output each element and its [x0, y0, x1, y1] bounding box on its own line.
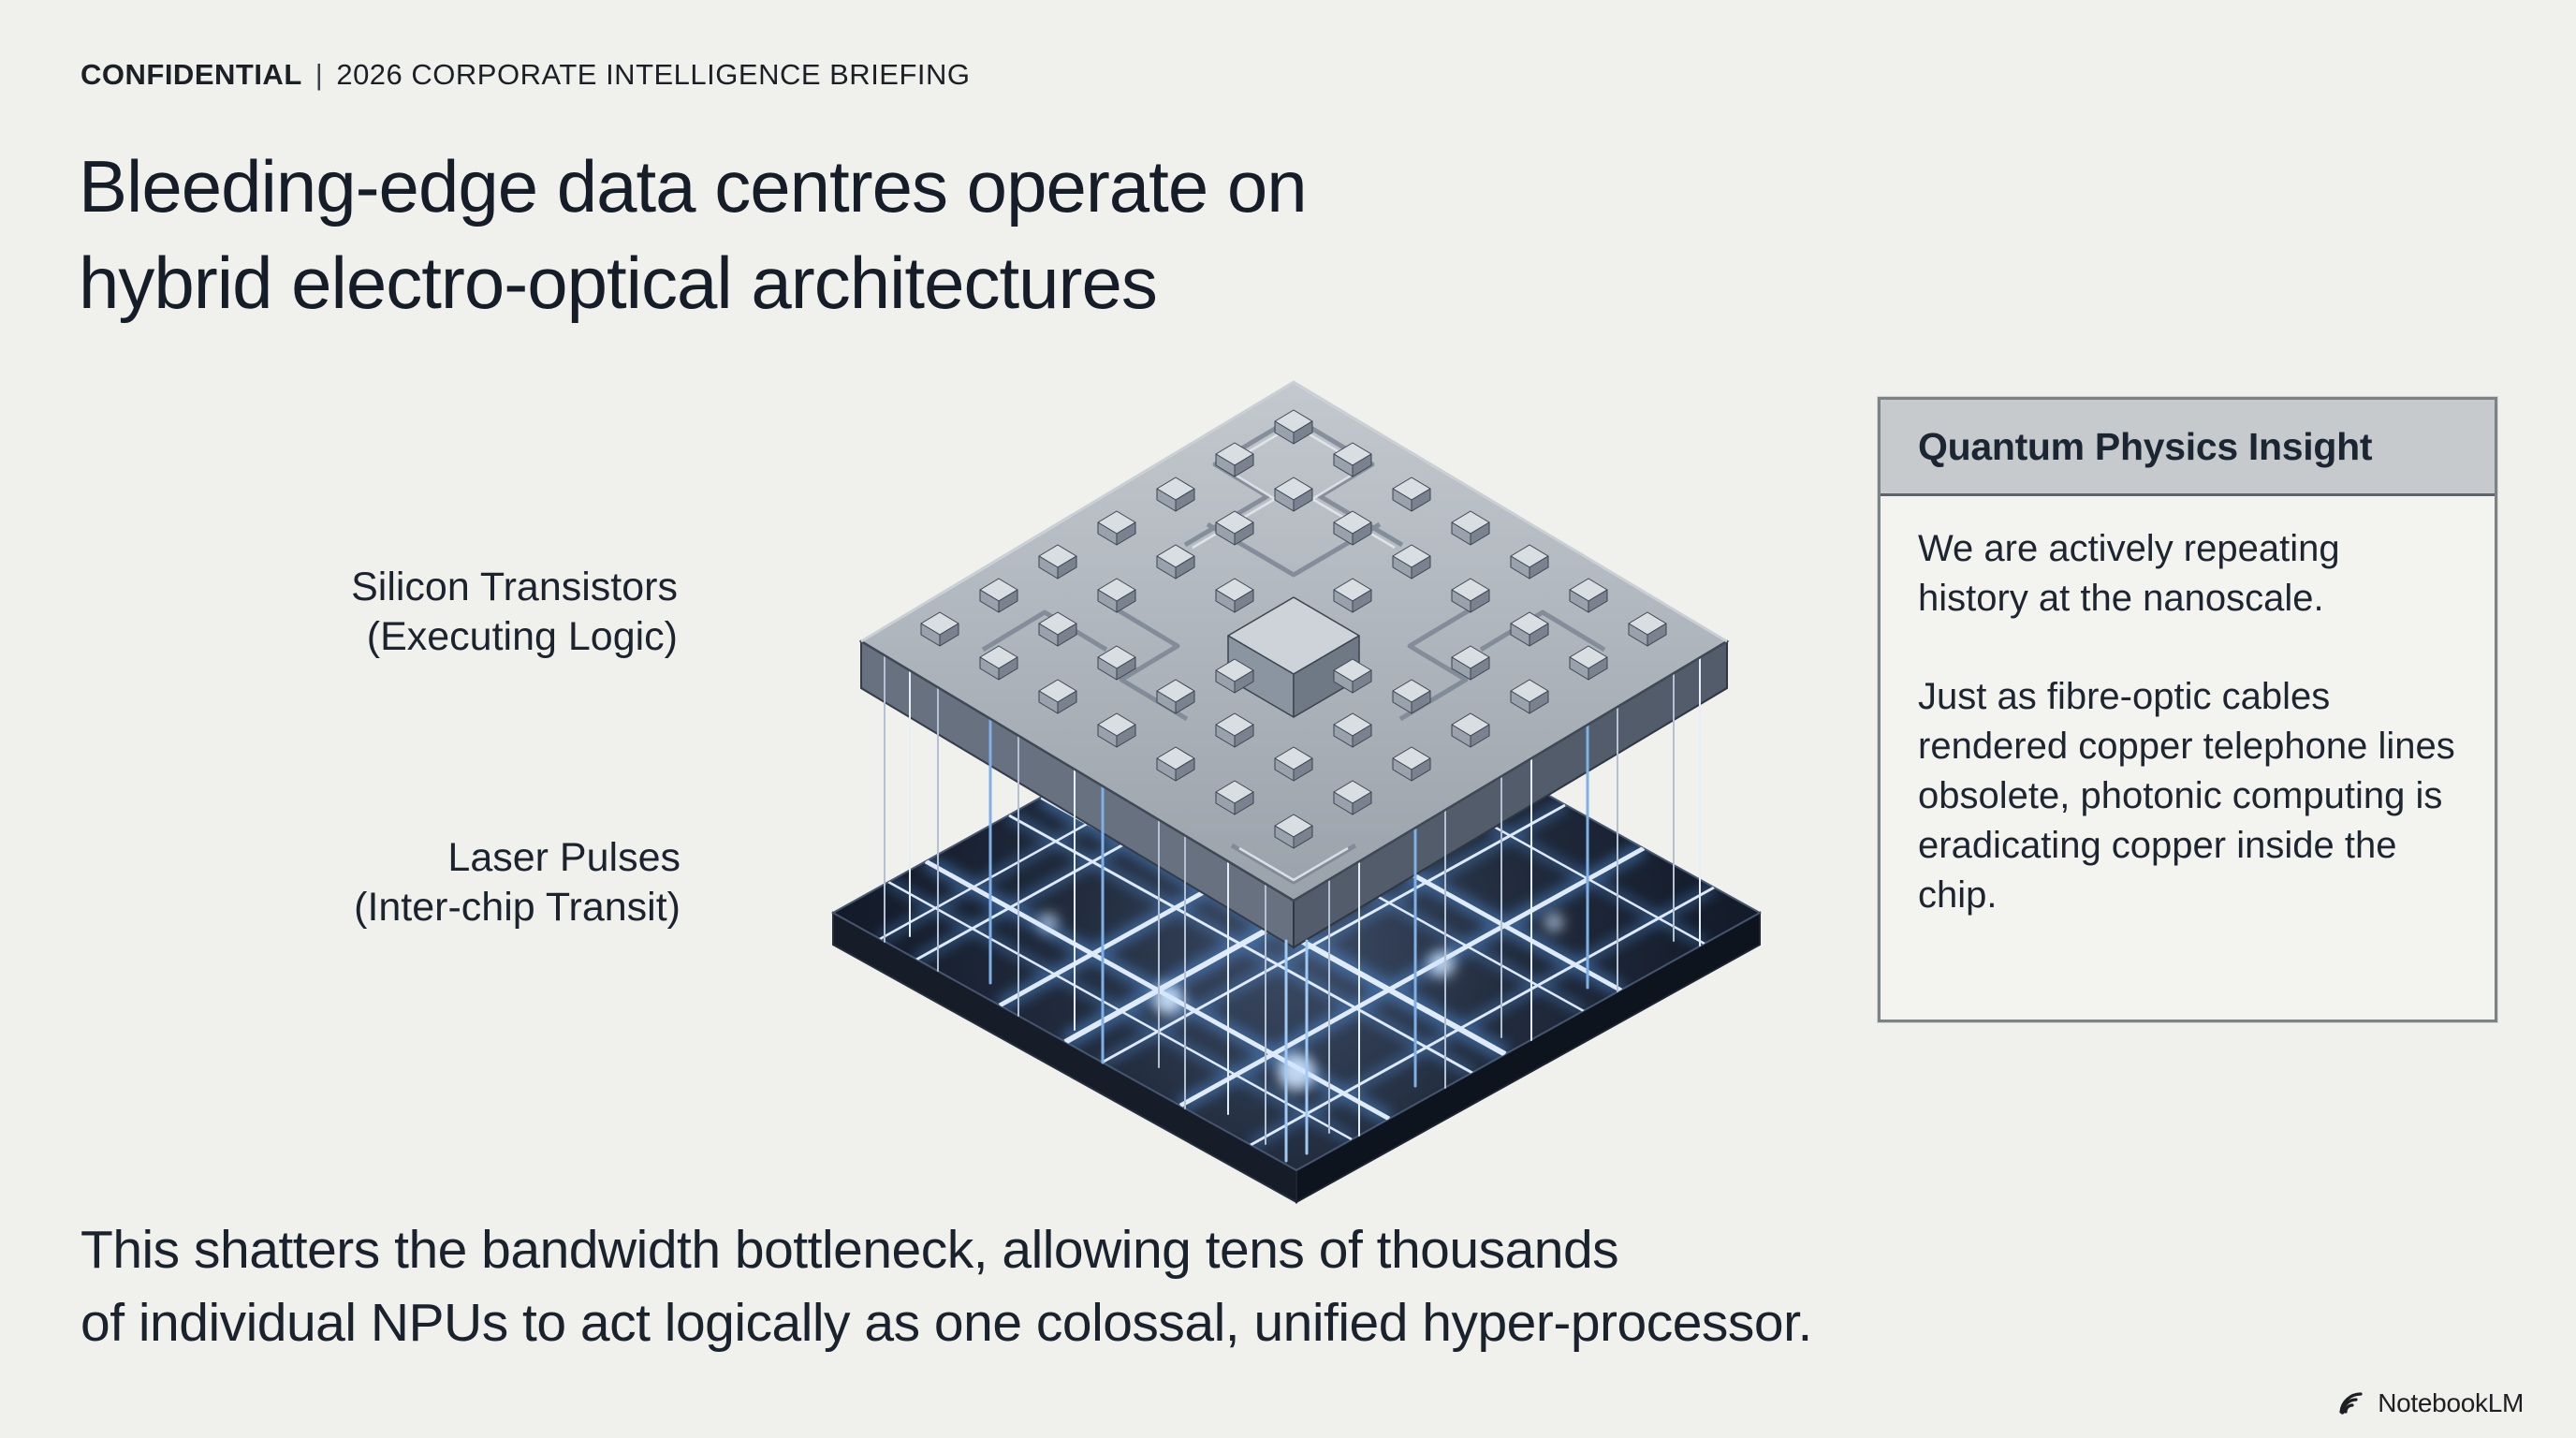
- insight-box: Quantum Physics Insight We are actively …: [1878, 397, 2497, 1022]
- silicon-chip: [858, 380, 1730, 902]
- takeaway-line1: This shatters the bandwidth bottleneck, …: [80, 1220, 1619, 1280]
- transistor-cubes: [920, 409, 1667, 849]
- label-silicon-transistors: Silicon Transistors (Executing Logic): [351, 563, 678, 662]
- briefing-label: 2026 CORPORATE INTELLIGENCE BRIEFING: [336, 58, 971, 91]
- eyebrow: CONFIDENTIAL | 2026 CORPORATE INTELLIGENCE…: [80, 58, 971, 92]
- label-laser-pulses-line2: (Inter-chip Transit): [354, 885, 681, 930]
- chip-laser-illustration: [830, 380, 1763, 1204]
- notebooklm-logo-text: NotebookLM: [2378, 1388, 2524, 1417]
- label-silicon-transistors-line1: Silicon Transistors: [351, 565, 678, 609]
- label-silicon-transistors-line2: (Executing Logic): [366, 614, 678, 659]
- notebooklm-logo-icon: [2339, 1392, 2363, 1415]
- branding: NotebookLM: [2336, 1387, 2524, 1419]
- takeaway-text: This shatters the bandwidth bottleneck, …: [80, 1213, 1812, 1359]
- page-title-line2: hybrid electro-optical architectures: [79, 242, 1158, 324]
- insight-box-header: Quantum Physics Insight: [1881, 400, 2495, 496]
- insight-box-body: We are actively repeating history at the…: [1881, 496, 2495, 920]
- confidential-label: CONFIDENTIAL: [80, 58, 302, 91]
- central-core-cube: [1227, 596, 1360, 718]
- eyebrow-separator: |: [315, 58, 324, 91]
- label-laser-pulses: Laser Pulses (Inter-chip Transit): [354, 833, 681, 932]
- interconnect-lines: [884, 654, 1701, 1163]
- insight-paragraph-2: Just as fibre-optic cables rendered copp…: [1918, 676, 2455, 916]
- page-title-line1: Bleeding-edge data centres operate on: [79, 145, 1308, 227]
- label-laser-pulses-line1: Laser Pulses: [447, 835, 681, 880]
- insight-box-title: Quantum Physics Insight: [1918, 424, 2373, 468]
- takeaway-line2: of individual NPUs to act logically as o…: [80, 1293, 1812, 1353]
- page-title: Bleeding-edge data centres operate on hy…: [79, 139, 1308, 331]
- insight-paragraph-1: We are actively repeating history at the…: [1918, 528, 2340, 619]
